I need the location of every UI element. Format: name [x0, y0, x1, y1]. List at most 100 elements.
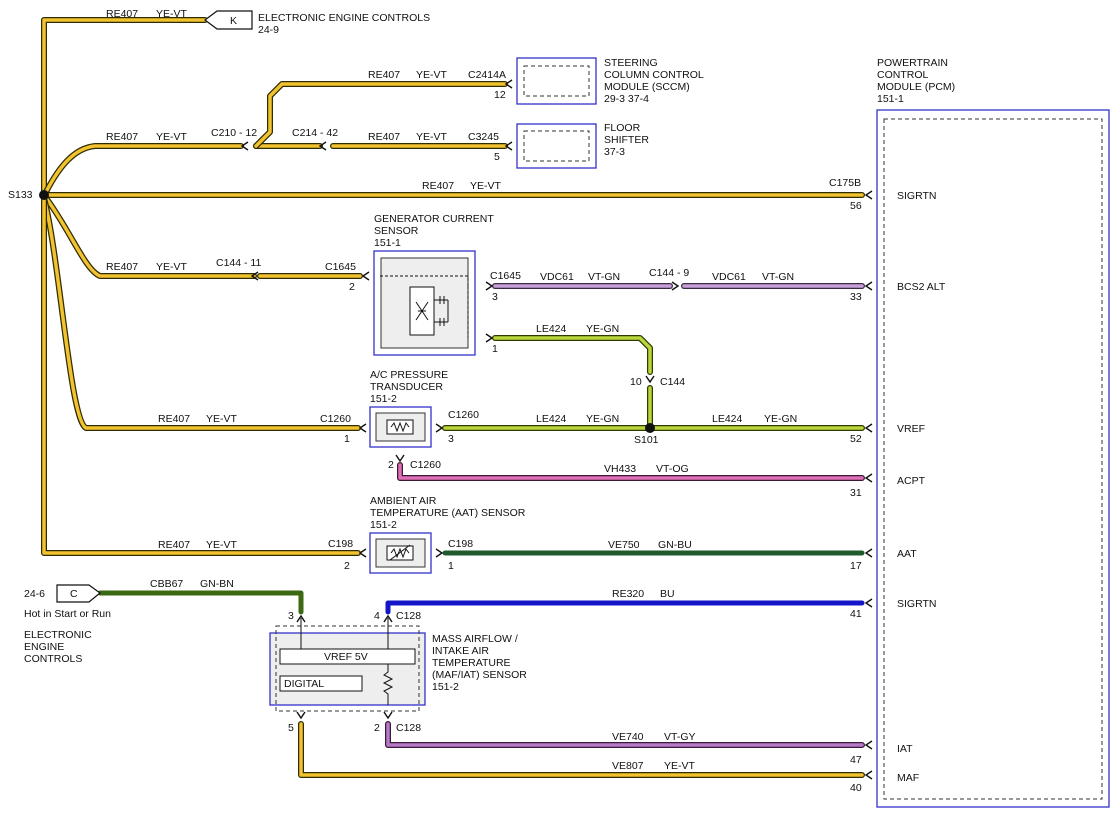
module-inner [523, 65, 590, 97]
pin-number: 2 [344, 560, 350, 572]
module-title-line: INTAKE AIR [432, 645, 489, 657]
pin-number: 2 [374, 722, 380, 734]
wire-color: YE-VT [416, 69, 448, 81]
wire-id: LE424 [712, 413, 743, 425]
maf-iat-sensor: VREF 5V DIGITAL 3 4 C128 RE320 BU 5 2 C1… [269, 588, 696, 772]
pin-number: 56 [850, 200, 862, 212]
wire-color: YE-VT [206, 413, 238, 425]
module-title-line: AMBIENT AIR [370, 495, 437, 507]
vref-box [279, 648, 416, 665]
wire-id: RE407 [158, 413, 190, 425]
pcm-pin-bcs2-alt-33: 33 BCS2 ALT [850, 281, 946, 303]
splice-s133-dot [39, 190, 49, 200]
connector-id: C1645 [490, 270, 521, 282]
wire-color: BU [660, 588, 675, 600]
module-box [269, 632, 426, 706]
wire-color: YE-GN [586, 413, 619, 425]
pin-label: SIGRTN [897, 190, 936, 202]
wire-id: RE407 [368, 131, 400, 143]
pcm-pin-vref-52: 52 VREF [850, 423, 925, 445]
wire-id: VDC61 [540, 271, 574, 283]
pin-label: BCS2 ALT [897, 281, 946, 293]
pin-arrow [358, 548, 367, 558]
splice-s101-dot [645, 423, 655, 433]
wire-color: YE-VT [206, 539, 238, 551]
wire-color: VT-GN [588, 271, 620, 283]
module-title-line: SENSOR [374, 225, 419, 237]
wire-id: RE320 [612, 588, 644, 600]
wire-id: VE750 [608, 539, 640, 551]
pin-number: 3 [288, 610, 294, 622]
module-title-line: POWERTRAIN [877, 57, 948, 69]
module-inner [883, 118, 1103, 800]
module-title-line: CONTROL [877, 69, 928, 81]
top-eec-connector: RE407 YE-VT K ELECTRONIC ENGINE CONTROLS… [106, 8, 430, 36]
module-title-line: ELECTRONIC [24, 629, 92, 641]
pin-label: MAF [897, 772, 919, 784]
wire-color: YE-GN [764, 413, 797, 425]
pin-number: 1 [448, 560, 454, 572]
pcm-pin-sigrtn-56: 56 SIGRTN [850, 190, 936, 212]
pin-label: IAT [897, 743, 913, 755]
pin-arrow [504, 141, 513, 151]
module-inner [523, 130, 590, 162]
pin-arrow [485, 333, 494, 343]
wire-id: RE407 [422, 180, 454, 192]
connector-id: C2414A [468, 69, 506, 81]
module-title-line: 151-2 [370, 393, 397, 405]
connector-id: C1645 [325, 261, 356, 273]
ye-vt-wires [41, 17, 865, 778]
wire-id: RE407 [106, 8, 138, 20]
connector-id: C198 [448, 538, 473, 550]
wire-color: YE-VT [156, 131, 188, 143]
digital-box [279, 675, 363, 692]
wire-color: YE-VT [156, 8, 188, 20]
pin-label: SIGRTN [897, 598, 936, 610]
connector-id: C1260 [448, 409, 479, 421]
pin-arrow [395, 454, 405, 463]
wire-id: RE407 [368, 69, 400, 81]
connector-id: C144 [660, 376, 685, 388]
module-title-line: GENERATOR CURRENT [374, 213, 494, 225]
connector-chevron [645, 375, 655, 384]
hall-element-icon [415, 301, 429, 321]
wire-color: YE-VT [416, 131, 448, 143]
wire-color: GN-BN [200, 578, 234, 590]
pin-number: 10 [630, 376, 642, 388]
ac-pressure-transducer: A/C PRESSURE TRANSDUCER 151-2 RE407 YE-V… [158, 369, 797, 475]
pin-arrow [296, 711, 306, 720]
wire-color: VT-GN [762, 271, 794, 283]
internal-trace [300, 618, 389, 649]
module-title-line: MODULE (PCM) [877, 81, 955, 93]
module-title-line: MASS AIRFLOW / [432, 633, 518, 645]
pin-number: 5 [288, 722, 294, 734]
connector-id: C198 [328, 538, 353, 550]
pin-number: 41 [850, 608, 862, 620]
pin-number: 5 [494, 151, 500, 163]
connector-ref: 24-6 [24, 588, 45, 600]
pin-number: 31 [850, 487, 862, 499]
connector-letter: C [70, 588, 78, 600]
module-title-line: 29-3 37-4 [604, 93, 649, 105]
pin-arrow [361, 271, 370, 281]
pin-arrow [383, 614, 393, 623]
connector-id: C144 - 11 [216, 257, 261, 269]
pin-arrow [296, 614, 306, 623]
wire-color: GN-BU [658, 539, 692, 551]
wire-id: VDC61 [712, 271, 746, 283]
wire-id: VE807 [612, 760, 644, 772]
generator-current-sensor: GENERATOR CURRENT SENSOR 151-1 RE407 YE-… [106, 213, 794, 388]
module-box [516, 57, 597, 105]
pin-number: 12 [494, 89, 506, 101]
bottom-eec-connector: 24-6 C Hot in Start or Run ELECTRONIC EN… [24, 578, 234, 665]
connector-id: C144 - 9 [649, 267, 689, 279]
module-title-line: 151-2 [432, 681, 459, 693]
wire-color: YE-VT [470, 180, 502, 192]
pin-number: 1 [344, 433, 350, 445]
pin-label: AAT [897, 548, 917, 560]
pcm-pin-aat-17: 17 AAT [850, 548, 917, 572]
connector-letter: K [230, 15, 237, 27]
pcm-pin-iat-47: 47 IAT [850, 740, 913, 766]
internal-trace [380, 275, 469, 338]
